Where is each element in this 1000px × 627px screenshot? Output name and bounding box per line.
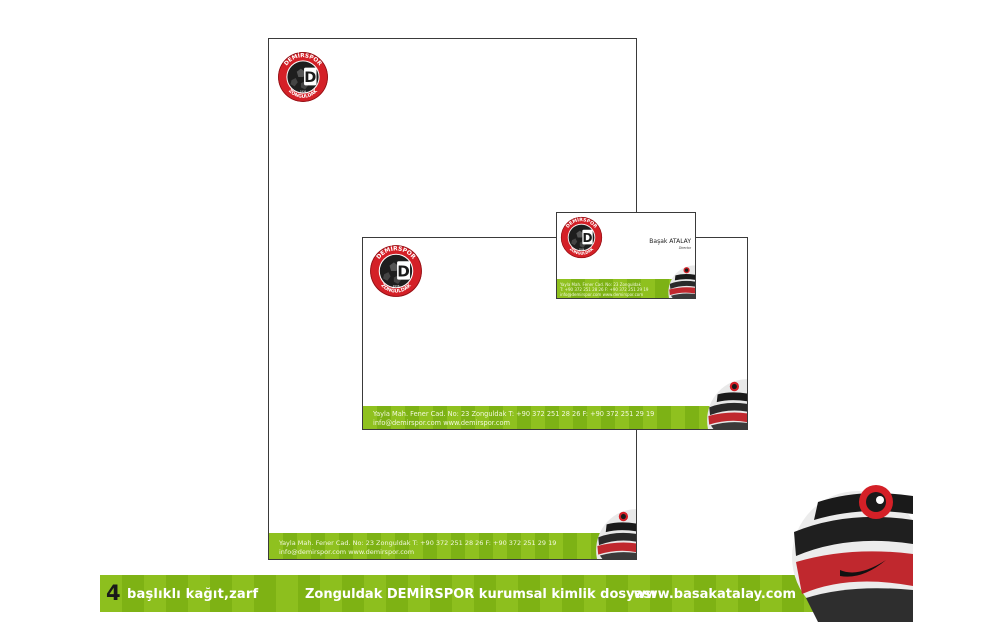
svg-text:1936: 1936 xyxy=(579,248,585,251)
svg-text:1936: 1936 xyxy=(300,90,307,94)
business-card: DEMİRSPOR ZONGULDAK D 1936 Başak ATALAY … xyxy=(556,212,696,299)
page-number: 4 xyxy=(106,581,121,605)
demirspor-logo: DEMİRSPOR ZONGULDAK D 1936 xyxy=(277,51,329,103)
football-image xyxy=(594,507,636,559)
contact-line: info@demirspor.com www.demirspor.com xyxy=(279,548,415,556)
demirspor-logo: DEMİRSPOR ZONGULDAK D 1936 xyxy=(560,216,603,259)
football-image xyxy=(705,377,747,429)
football-image xyxy=(667,264,695,298)
svg-text:1936: 1936 xyxy=(393,284,400,288)
address-line: Yayla Mah. Fener Cad. No: 23 Zonguldak T… xyxy=(279,539,557,547)
envelope-sheet: DEMİRSPOR ZONGULDAK D 1936 Yayla Mah. Fe… xyxy=(362,237,748,430)
football-image-large xyxy=(788,462,924,623)
card-holder-role: Director xyxy=(678,246,691,250)
svg-text:D: D xyxy=(397,262,410,280)
card-holder-name: Başak ATALAY xyxy=(649,238,691,245)
phone-line: T: +90 372 251 28 26 F: +90 372 251 29 1… xyxy=(560,287,649,292)
green-footer-band: Yayla Mah. Fener Cad. No: 23 Zonguldak T… xyxy=(557,279,695,298)
website-link: www.basakatalay.com xyxy=(633,587,796,602)
svg-text:D: D xyxy=(583,231,593,245)
address-line: Yayla Mah. Fener Cad. No: 23 Zonguldak xyxy=(560,282,641,287)
demirspor-logo: DEMİRSPOR ZONGULDAK D 1936 xyxy=(369,244,423,298)
contact-line: info@demirspor.com www.demirspor.com xyxy=(560,292,644,297)
green-footer-band: Yayla Mah. Fener Cad. No: 23 Zonguldak T… xyxy=(269,533,636,559)
svg-text:D: D xyxy=(304,69,316,86)
contact-line: info@demirspor.com www.demirspor.com xyxy=(373,419,511,427)
address-line: Yayla Mah. Fener Cad. No: 23 Zonguldak T… xyxy=(373,410,655,418)
caption-bar: 4 başlıklı kağıt,zarf Zonguldak DEMİRSPO… xyxy=(100,575,900,612)
document-title: Zonguldak DEMİRSPOR kurumsal kimlik dosy… xyxy=(305,587,656,602)
green-footer-band: Yayla Mah. Fener Cad. No: 23 Zonguldak T… xyxy=(363,406,747,429)
section-label: başlıklı kağıt,zarf xyxy=(127,587,259,602)
